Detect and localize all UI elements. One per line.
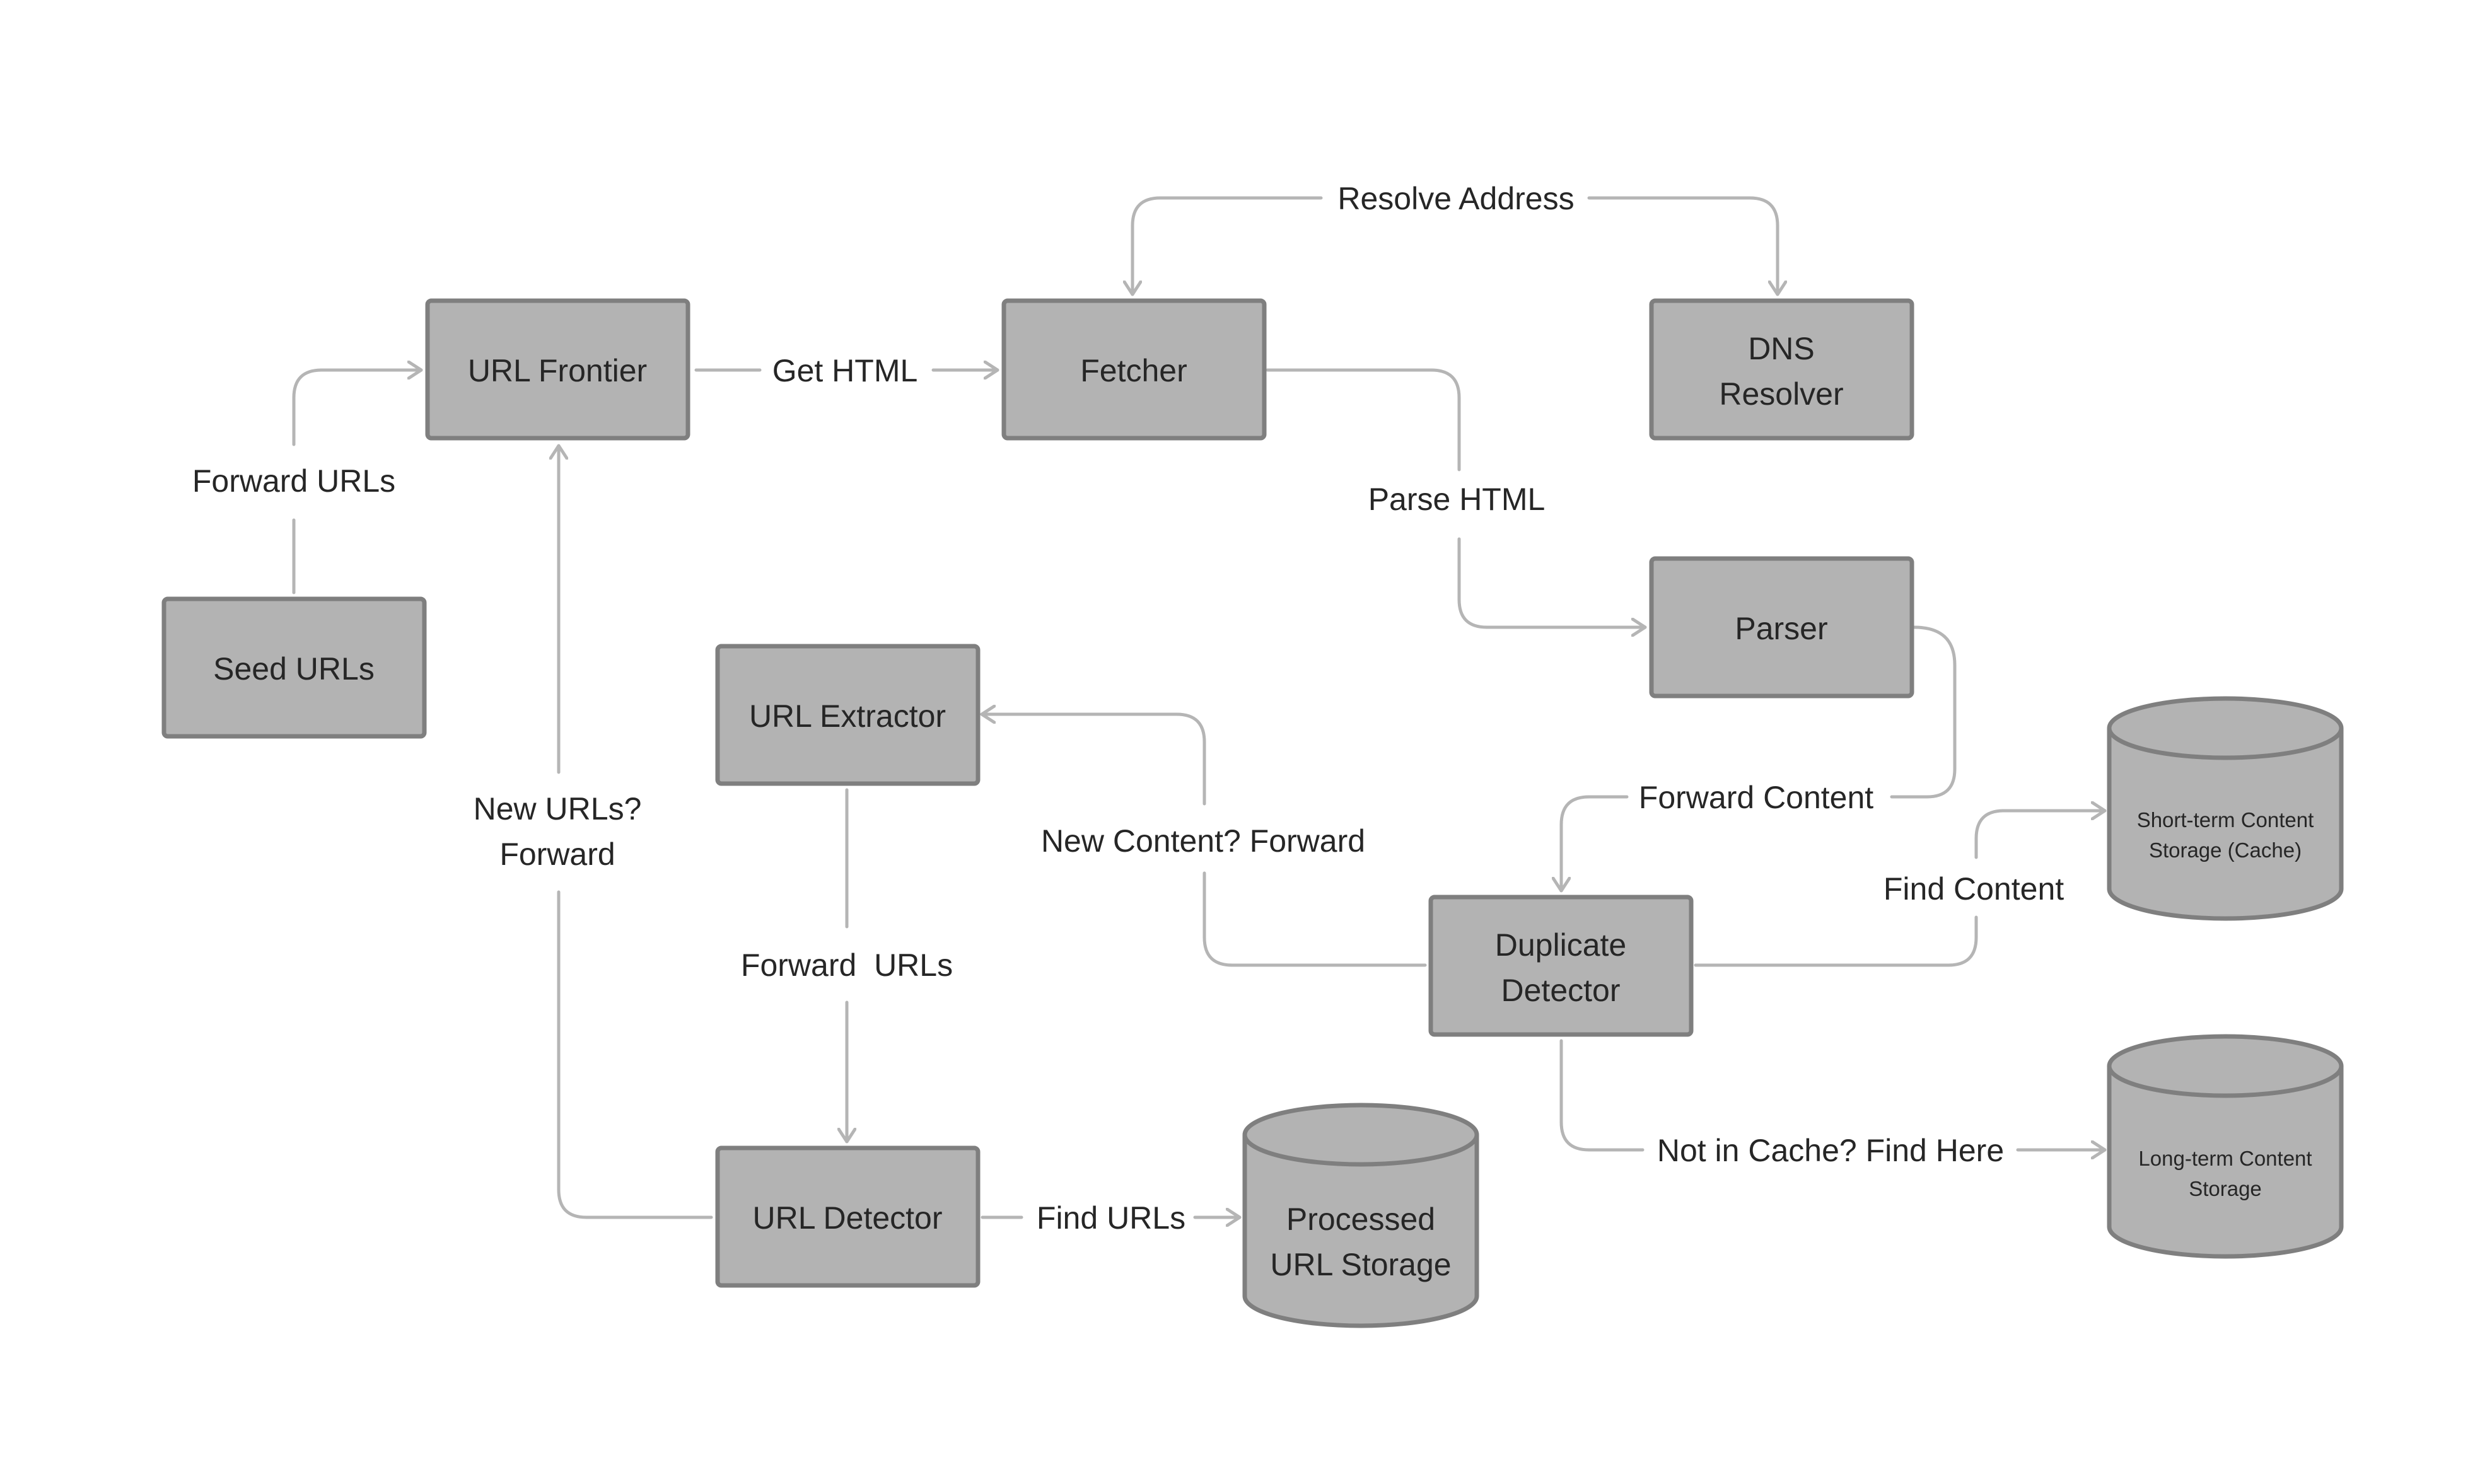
node-seed-urls[interactable]: Seed URLs bbox=[161, 596, 427, 739]
node-short-term-storage[interactable]: Short-term Content Storage (Cache) bbox=[2107, 696, 2344, 921]
edges bbox=[292, 196, 2107, 1219]
edge-label-forward-urls-extractor: Forward URLs bbox=[741, 948, 953, 983]
node-parser[interactable]: Parser bbox=[1649, 556, 1914, 699]
edge-parse-html-top bbox=[1266, 368, 1461, 472]
edge-not-in-cache-left bbox=[1559, 1039, 1645, 1152]
edge-label-find-content: Find Content bbox=[1884, 871, 2064, 907]
edge-label-not-in-cache: Not in Cache? Find Here bbox=[1657, 1133, 2004, 1168]
node-url-frontier-label: URL Frontier bbox=[468, 353, 647, 388]
edge-find-content-top bbox=[1974, 811, 2107, 859]
node-fetcher[interactable]: Fetcher bbox=[1001, 298, 1267, 441]
node-duplicate-detector-line2: Detector bbox=[1501, 973, 1621, 1008]
edge-label-new-urls-line2: Forward bbox=[499, 837, 615, 872]
node-fetcher-label: Fetcher bbox=[1080, 353, 1187, 388]
node-url-frontier[interactable]: URL Frontier bbox=[425, 298, 690, 441]
node-processed-url-storage-line1: Processed bbox=[1286, 1202, 1435, 1237]
node-duplicate-detector-line1: Duplicate bbox=[1495, 927, 1626, 963]
node-seed-urls-label: Seed URLs bbox=[213, 651, 375, 687]
edge-new-content-bottom bbox=[1202, 871, 1427, 967]
edge-new-content-top bbox=[980, 714, 1206, 806]
edge-forward-urls-seed-top bbox=[292, 370, 423, 446]
node-dns-resolver-line2: Resolver bbox=[1719, 376, 1843, 412]
node-long-term-storage[interactable]: Long-term Content Storage bbox=[2107, 1034, 2344, 1259]
edge-new-urls-bottom bbox=[557, 890, 713, 1219]
node-url-extractor[interactable]: URL Extractor bbox=[715, 644, 981, 786]
edge-resolve-address-to-dns bbox=[1587, 196, 1778, 296]
node-parser-label: Parser bbox=[1735, 611, 1827, 646]
edge-label-new-content-forward: New Content? Forward bbox=[1041, 823, 1365, 859]
edge-forward-content-top bbox=[1890, 625, 1957, 799]
edge-label-forward-urls-seed: Forward URLs bbox=[192, 463, 395, 499]
edge-label-resolve-address: Resolve Address bbox=[1337, 181, 1574, 216]
node-processed-url-storage-line2: URL Storage bbox=[1270, 1247, 1451, 1282]
nodes: URL Frontier Fetcher DNS Resolver Seed U… bbox=[161, 298, 2344, 1328]
node-duplicate-detector[interactable]: Duplicate Detector bbox=[1428, 895, 1694, 1037]
edge-resolve-address-to-fetcher bbox=[1132, 196, 1323, 296]
node-dns-resolver[interactable]: DNS Resolver bbox=[1649, 298, 1914, 441]
edge-forward-content-left bbox=[1561, 795, 1629, 893]
edge-label-find-urls: Find URLs bbox=[1037, 1200, 1185, 1236]
edge-label-new-urls-line1: New URLs? bbox=[474, 791, 642, 826]
edge-label-parse-html: Parse HTML bbox=[1368, 482, 1546, 517]
node-short-term-storage-line1: Short-term Content bbox=[2137, 808, 2314, 832]
edge-label-get-html: Get HTML bbox=[772, 353, 918, 388]
node-url-detector-label: URL Detector bbox=[752, 1200, 942, 1236]
edge-labels: Resolve Address Get HTML Forward URLs Pa… bbox=[192, 181, 2064, 1236]
node-dns-resolver-line1: DNS bbox=[1748, 331, 1815, 366]
edge-label-forward-content: Forward Content bbox=[1639, 780, 1873, 815]
node-url-extractor-label: URL Extractor bbox=[749, 699, 946, 734]
edge-find-content-bottom bbox=[1694, 915, 1978, 967]
node-long-term-storage-line2: Storage bbox=[2189, 1177, 2262, 1200]
node-url-detector[interactable]: URL Detector bbox=[715, 1145, 981, 1288]
node-long-term-storage-line1: Long-term Content bbox=[2138, 1147, 2312, 1170]
node-short-term-storage-line2: Storage (Cache) bbox=[2149, 838, 2302, 862]
node-processed-url-storage[interactable]: Processed URL Storage bbox=[1242, 1103, 1479, 1328]
edge-parse-html-bottom bbox=[1457, 537, 1647, 627]
